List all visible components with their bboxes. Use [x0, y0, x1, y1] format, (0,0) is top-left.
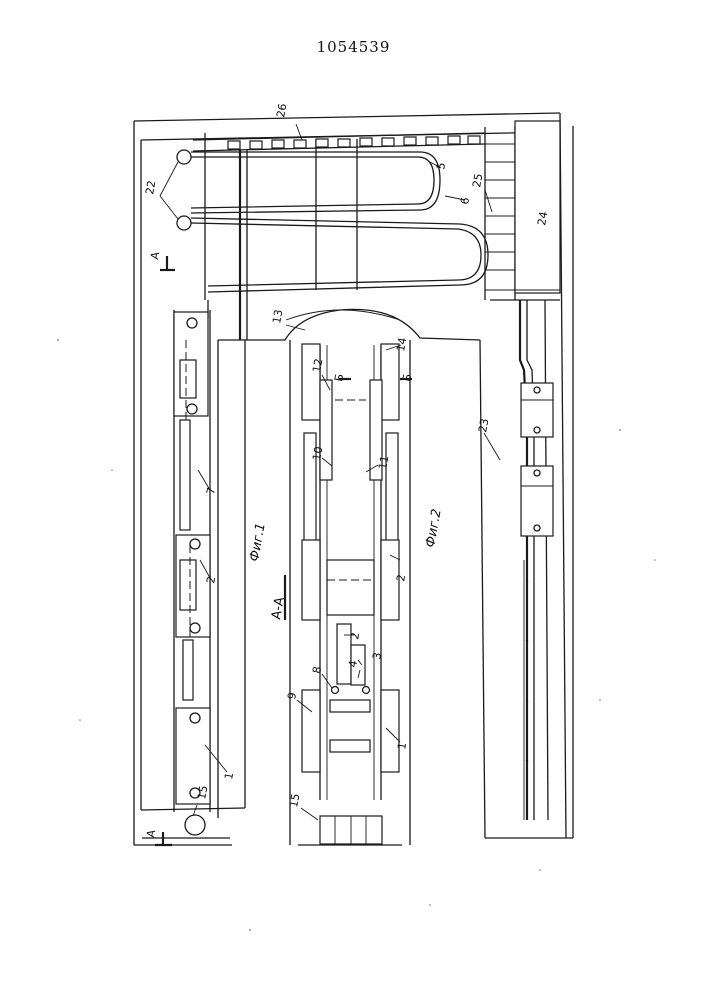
callout-2-section: 2: [348, 631, 362, 640]
callout-2-fig2: 2: [394, 573, 408, 582]
callout-25: 25: [470, 172, 485, 188]
callout-6: 6: [458, 196, 472, 205]
callout-8: 8: [310, 665, 324, 674]
patent-number: 1054539: [0, 38, 707, 56]
view-b-label-right: Б: [400, 373, 414, 383]
callout-13: 13: [270, 308, 285, 324]
callout-3: 3: [370, 651, 384, 660]
view-a-label-bottom: А: [144, 828, 158, 838]
callout-23: 23: [476, 417, 491, 433]
callout-1-fig2: 1: [395, 741, 409, 750]
callout-5: 5: [434, 161, 448, 170]
callout-9: 9: [285, 691, 299, 700]
pulleys-22: [160, 150, 191, 230]
callout-14: 14: [394, 336, 409, 352]
rail-23: [520, 300, 553, 820]
callout-24: 24: [535, 210, 550, 226]
callout-7: 7: [204, 486, 218, 495]
cable-loops: [191, 150, 488, 340]
callout-15-fig1: 15: [195, 784, 210, 800]
view-a-label-top: А: [148, 250, 162, 260]
callout-1-fig1: 1: [222, 771, 236, 780]
callout-11: 11: [376, 454, 391, 470]
callout-15-fig2: 15: [287, 792, 302, 808]
callout-22: 22: [143, 179, 158, 195]
callout-10: 10: [310, 445, 325, 461]
callout-26: 26: [274, 102, 289, 118]
view-b-label-left: Б: [332, 373, 346, 383]
fig1-caption: Фиг.1: [247, 522, 269, 563]
callout-12: 12: [310, 357, 325, 373]
callout-2-fig1: 2: [204, 575, 218, 584]
fig2-caption: Фиг.2: [423, 508, 445, 549]
fig2-bogies: [302, 344, 399, 844]
